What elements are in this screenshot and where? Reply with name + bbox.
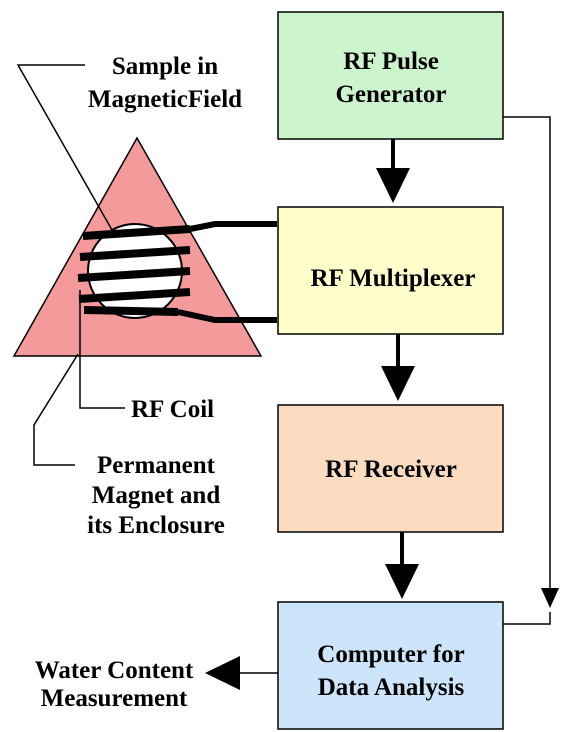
computer-label-line1: Computer for <box>317 641 464 668</box>
rf-coil-label: RF Coil <box>131 396 214 423</box>
coil-leads <box>177 221 277 323</box>
flow-arrows <box>376 139 419 599</box>
magnet-label-line3: its Enclosure <box>87 512 225 539</box>
pulse-generator-block <box>277 11 504 140</box>
pulse-generator-label-line1: RF Pulse <box>343 48 439 75</box>
pulse-generator-label-line2: Generator <box>335 81 446 108</box>
sample-label-line1: Sample in <box>112 53 218 80</box>
label-leaders <box>16 64 125 466</box>
trigger-arrowhead <box>541 588 559 608</box>
computer-block <box>277 601 504 730</box>
output-arrowhead <box>205 656 240 690</box>
computer-label-line2: Data Analysis <box>318 674 465 701</box>
multiplexer-label: RF Multiplexer <box>310 265 475 292</box>
output-label-line1: Water Content <box>35 657 194 684</box>
sample-label-line2: MagneticField <box>88 86 242 113</box>
trigger-line <box>503 116 551 625</box>
receiver-block <box>277 404 504 533</box>
receiver-label: RF Receiver <box>325 456 457 483</box>
magnet-label-line1: Permanent <box>97 452 216 479</box>
multiplexer-block <box>277 206 504 335</box>
magnet-label-line2: Magnet and <box>92 482 221 509</box>
output-label-line2: Measurement <box>41 685 188 712</box>
rf-coil <box>77 225 191 316</box>
